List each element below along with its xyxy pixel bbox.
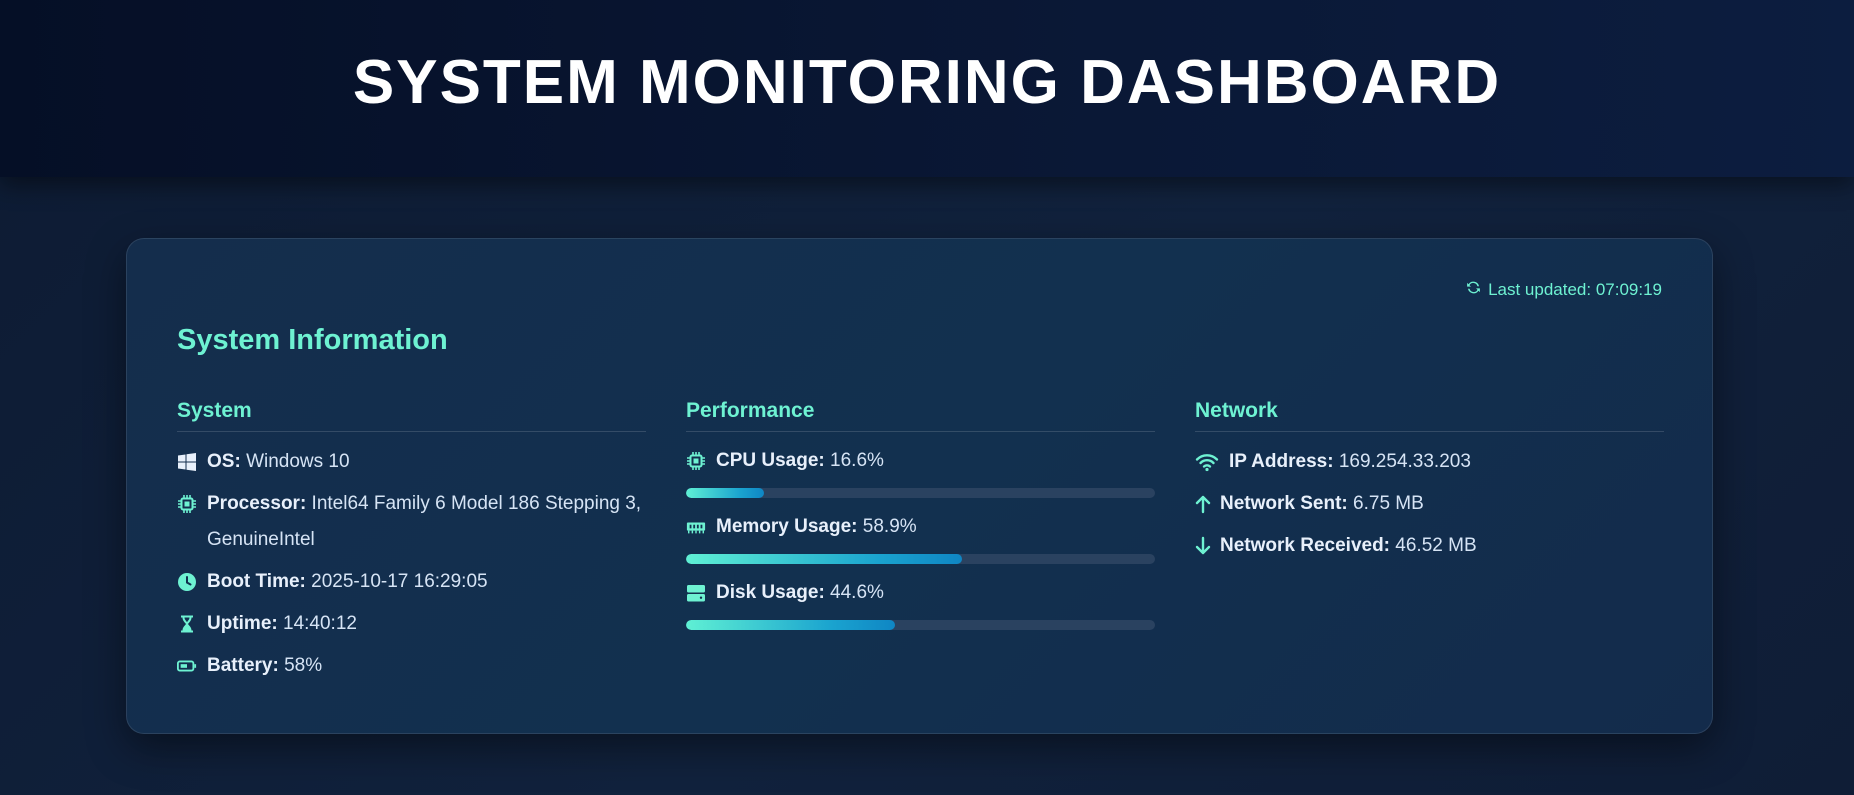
cpu-usage-row: CPU Usage: 16.6% <box>686 446 1155 476</box>
uptime-value: 14:40:12 <box>283 613 357 634</box>
memory-icon <box>686 517 706 537</box>
battery-icon <box>177 656 197 676</box>
os-value: Windows 10 <box>246 451 350 472</box>
network-received-value: 46.52 MB <box>1395 535 1477 556</box>
boot-time-label: Boot Time: <box>207 571 312 592</box>
disk-usage-fill <box>686 620 896 630</box>
header: SYSTEM MONITORING DASHBOARD <box>0 0 1854 177</box>
memory-usage-fill <box>686 554 963 564</box>
memory-usage-bar <box>686 554 1155 564</box>
memory-usage-value: 58.9% <box>862 516 917 537</box>
hdd-icon <box>686 583 706 603</box>
page-title: SYSTEM MONITORING DASHBOARD <box>352 48 1502 117</box>
battery-row: Battery: 58% <box>177 648 646 684</box>
memory-usage-row: Memory Usage: 58.9% <box>686 512 1155 542</box>
network-sent-label: Network Sent: <box>1220 493 1354 514</box>
network-received-label: Network Received: <box>1220 535 1396 556</box>
performance-section: Performance CPU Usage: 16.6% Memory Usag… <box>686 399 1155 630</box>
boot-time-value: 2025-10-17 16:29:05 <box>311 571 488 592</box>
cpu-usage-label: CPU Usage: <box>716 450 831 471</box>
uptime-row: Uptime: 14:40:12 <box>177 606 646 642</box>
cpu-usage-fill <box>686 488 764 498</box>
card-title: System Information <box>177 324 448 356</box>
disk-usage-label: Disk Usage: <box>716 582 831 603</box>
refresh-icon[interactable] <box>1465 279 1482 301</box>
network-section: Network IP Address: 169.254.33.203 Netwo… <box>1195 399 1664 564</box>
performance-heading: Performance <box>686 399 1155 432</box>
uptime-label: Uptime: <box>207 613 283 634</box>
processor-label: Processor: <box>207 493 312 514</box>
network-sent-row: Network Sent: 6.75 MB <box>1195 486 1664 522</box>
last-updated: Last updated: 07:09:19 <box>1465 279 1662 301</box>
chip-icon <box>686 451 706 471</box>
windows-icon <box>177 452 197 472</box>
system-info-card: Last updated: 07:09:19 System Informatio… <box>126 238 1713 734</box>
ip-address-label: IP Address: <box>1229 451 1339 472</box>
processor-value: Intel64 Family 6 Model 186 Stepping 3, G… <box>207 493 642 550</box>
cpu-usage-value: 16.6% <box>830 450 884 471</box>
network-received-row: Network Received: 46.52 MB <box>1195 528 1664 564</box>
chip-icon <box>177 494 197 514</box>
battery-value: 58% <box>284 655 323 676</box>
disk-usage-value: 44.6% <box>830 582 884 603</box>
system-section: System OS: Windows 10 Processor: Intel64… <box>177 399 646 684</box>
system-heading: System <box>177 399 646 432</box>
processor-row: Processor: Intel64 Family 6 Model 186 St… <box>177 486 646 558</box>
battery-label: Battery: <box>207 655 285 676</box>
disk-usage-row: Disk Usage: 44.6% <box>686 578 1155 608</box>
disk-usage-bar <box>686 620 1155 630</box>
cpu-usage-bar <box>686 488 1155 498</box>
memory-usage-label: Memory Usage: <box>716 516 863 537</box>
clock-icon <box>177 572 197 592</box>
wifi-icon <box>1195 452 1219 472</box>
os-row: OS: Windows 10 <box>177 444 646 480</box>
ip-address-value: 169.254.33.203 <box>1338 451 1471 472</box>
boot-time-row: Boot Time: 2025-10-17 16:29:05 <box>177 564 646 600</box>
os-label: OS: <box>207 451 247 472</box>
hourglass-icon <box>177 614 197 634</box>
ip-address-row: IP Address: 169.254.33.203 <box>1195 444 1664 480</box>
arrow-down-icon <box>1195 536 1211 556</box>
network-heading: Network <box>1195 399 1664 432</box>
arrow-up-icon <box>1195 494 1211 514</box>
last-updated-text: Last updated: 07:09:19 <box>1488 280 1662 299</box>
network-sent-value: 6.75 MB <box>1353 493 1424 514</box>
